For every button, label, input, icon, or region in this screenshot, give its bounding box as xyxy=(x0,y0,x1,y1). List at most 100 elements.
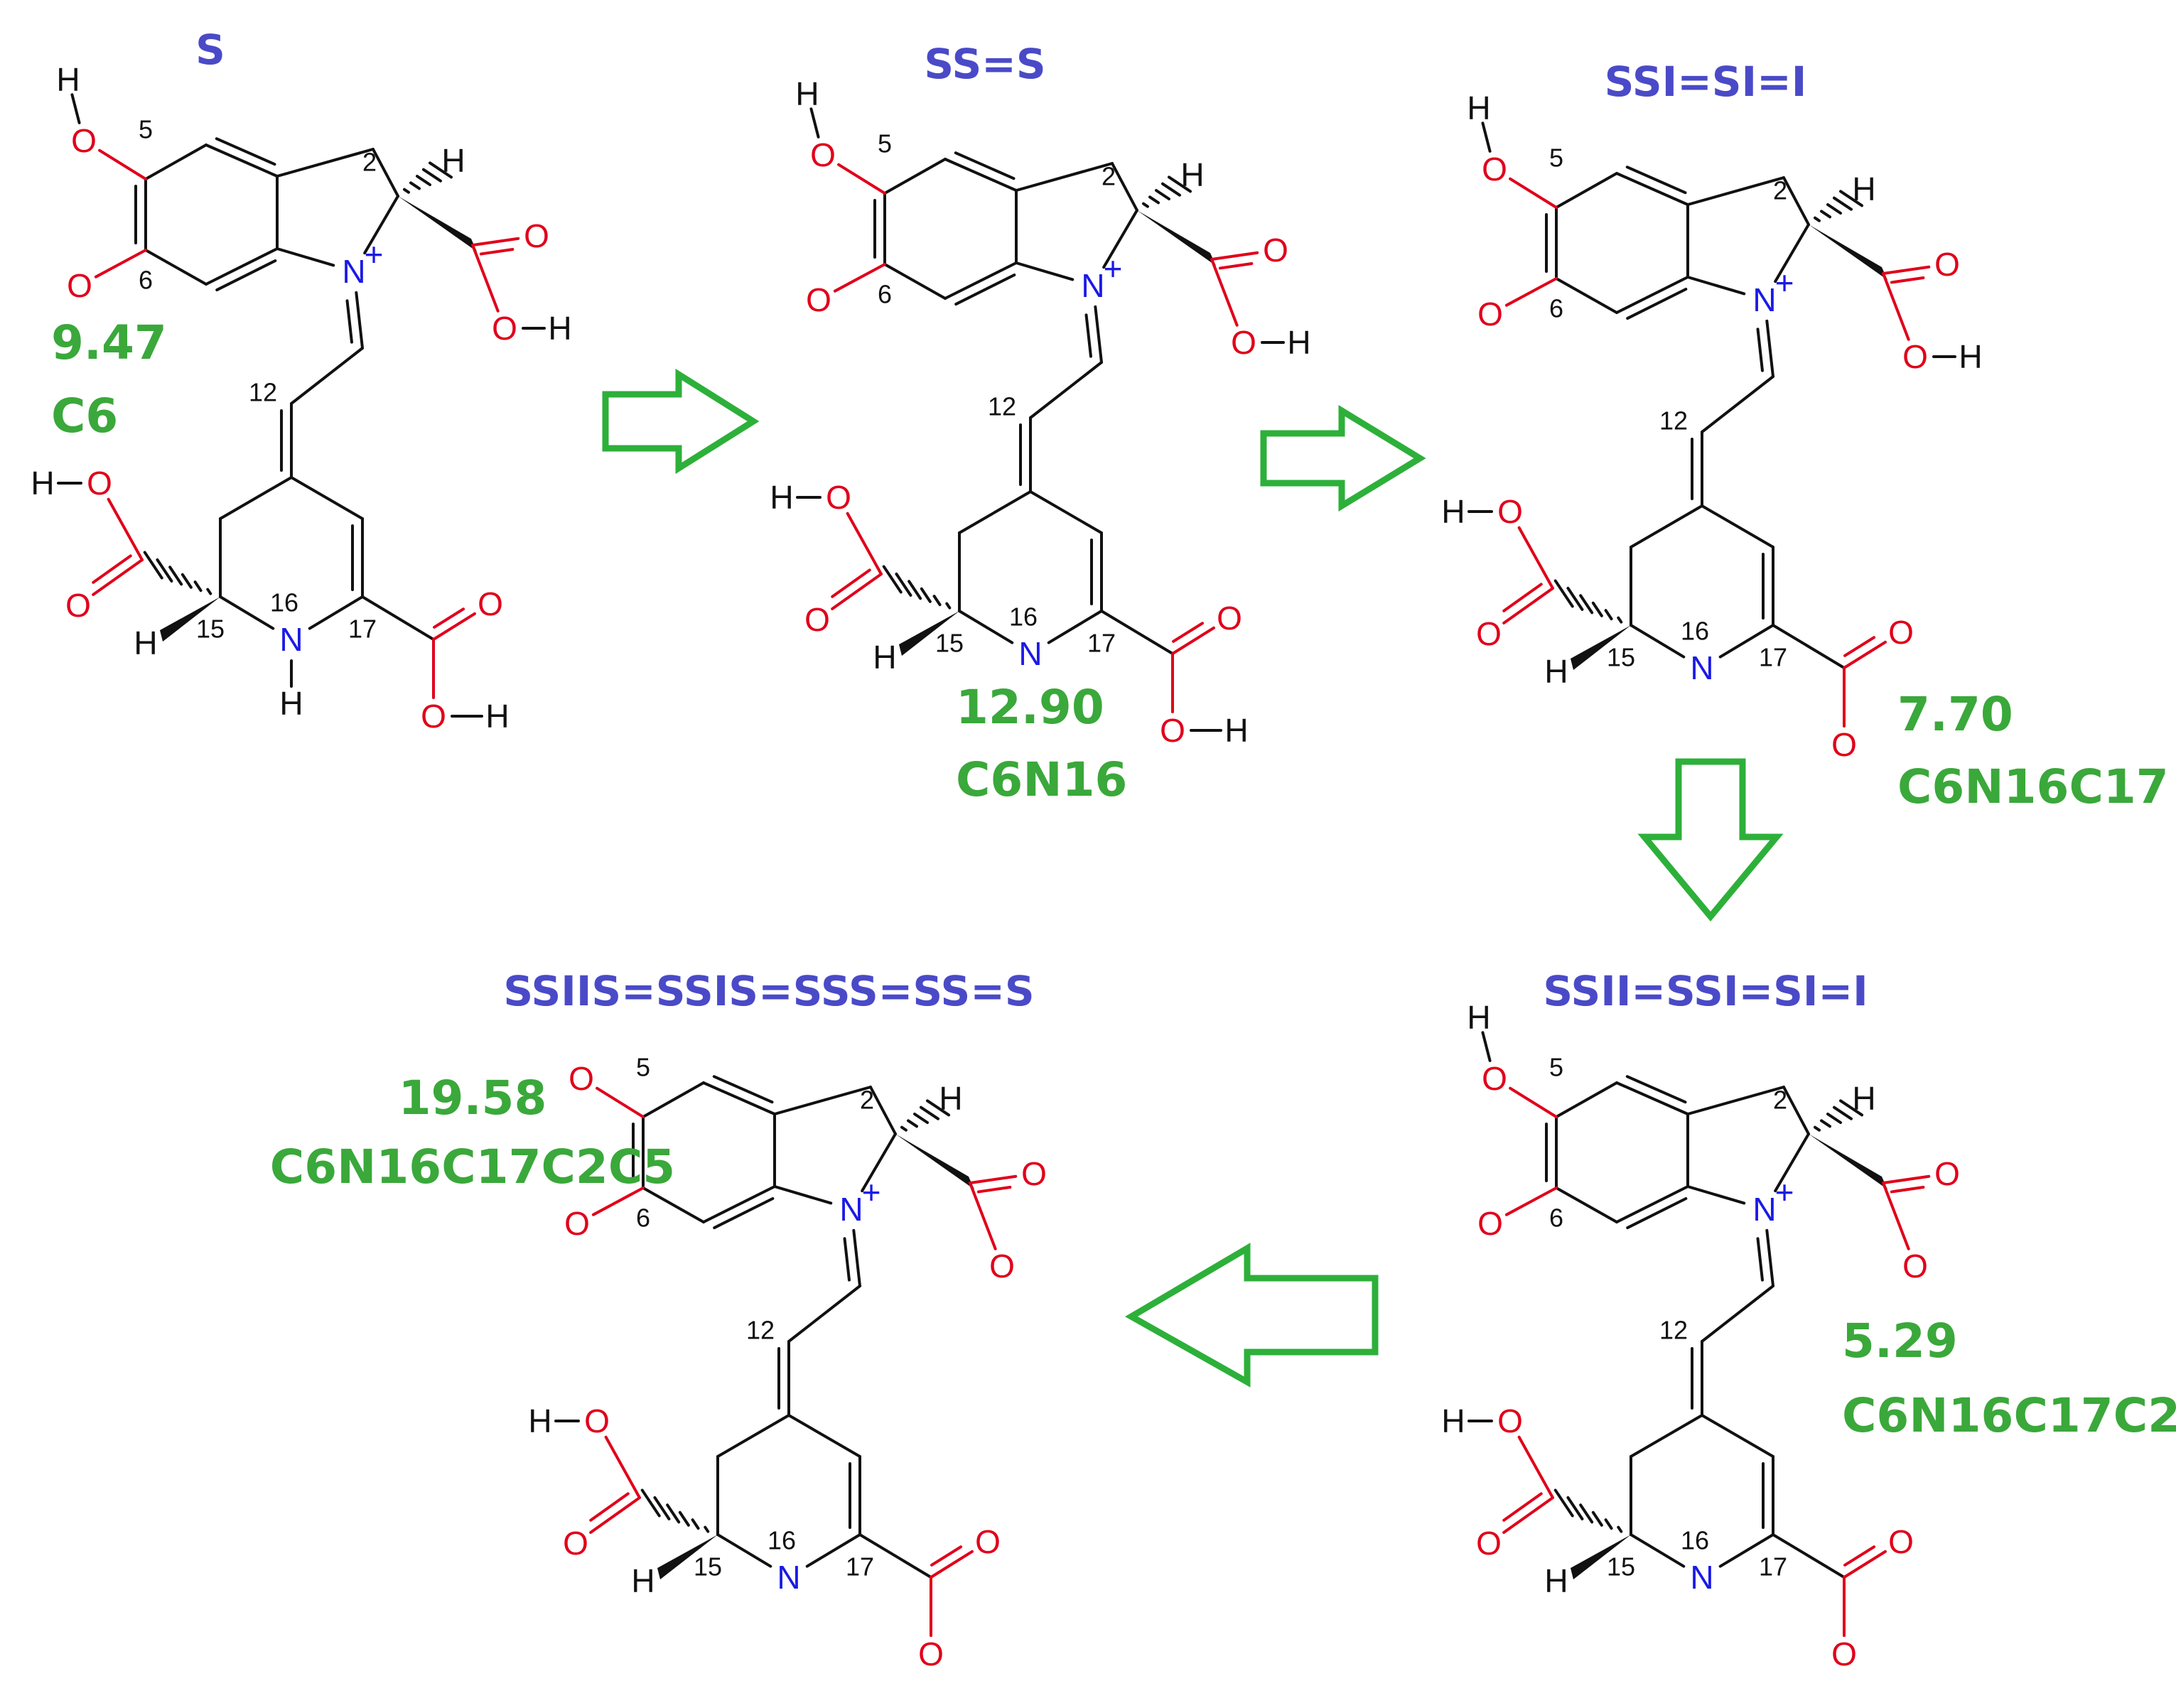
bond-c7a-c7 xyxy=(205,247,279,286)
positive-charge: + xyxy=(862,1174,881,1211)
hash-c2-h xyxy=(1826,1113,1842,1124)
bond-c22-o23 xyxy=(930,1550,974,1579)
locant-17: 17 xyxy=(1759,643,1787,672)
locant-5: 5 xyxy=(1549,1053,1563,1082)
bond-c15-n16 xyxy=(716,1533,772,1568)
bond-c6-o6 xyxy=(1504,277,1558,307)
nitrogen-n1: N xyxy=(1752,1191,1776,1228)
bond-cc-oh xyxy=(969,1182,997,1250)
hydrogen-carboxyl-c19: H xyxy=(1441,1402,1465,1439)
bond-c3a-c3 xyxy=(1686,1086,1785,1115)
oxygen-carbonyl-c22: O xyxy=(478,585,503,622)
path-2: C6N16 xyxy=(956,752,1127,807)
double-bond-n1-c11 xyxy=(1756,328,1764,372)
locant-2: 2 xyxy=(1102,162,1116,191)
path-1: C6 xyxy=(51,389,118,443)
double-bond-c4-c3a xyxy=(1625,1075,1687,1104)
bond-c3a-c3 xyxy=(276,148,375,178)
bond-c2-n1 xyxy=(363,195,399,255)
bond-c7-c6 xyxy=(883,263,947,300)
oxygen-o6: O xyxy=(67,267,92,304)
bond-c4-c3a xyxy=(1615,1081,1689,1115)
bond-c7a-c7 xyxy=(702,1185,776,1223)
bond-c19-o20 xyxy=(1517,1435,1554,1499)
locant-15: 15 xyxy=(935,629,964,658)
hydrogen-carboxyl-c22: H xyxy=(1224,712,1248,749)
hash-c15-c19 xyxy=(704,1525,710,1533)
locant-12: 12 xyxy=(249,378,277,407)
labels-layer: S SS=S SSI=SI=I SSII=SSI=SI=I SSIIS=SSIS… xyxy=(51,26,2176,1443)
bond-c5-c4 xyxy=(642,1081,705,1118)
hash-c15-c19 xyxy=(1591,1510,1603,1527)
bond-c19-o21 xyxy=(92,558,144,596)
oxygen-o6: O xyxy=(564,1205,590,1242)
hydrogen-carboxyl-c19: H xyxy=(31,465,54,502)
bond-c11-c12 xyxy=(1701,1285,1774,1343)
double-bond-c19-o21 xyxy=(589,1492,630,1522)
locant-12: 12 xyxy=(1659,406,1688,436)
bond-c5-o5 xyxy=(1509,1086,1558,1118)
double-bond-c22-o23 xyxy=(930,1545,963,1567)
oxygen-hydroxyl-c22: O xyxy=(1831,1636,1857,1672)
bond-c5-o5 xyxy=(1509,177,1558,209)
bond-c6-o6 xyxy=(1504,1187,1558,1216)
hash-c2-h xyxy=(1820,210,1831,219)
bond-c19-o21 xyxy=(1502,587,1554,625)
bond-c3-c2 xyxy=(372,148,399,198)
bond-c4-c3a xyxy=(1615,172,1689,206)
bond-c7-c6 xyxy=(642,1187,705,1223)
hash-c15-c19 xyxy=(678,1510,690,1527)
positive-charge: + xyxy=(365,236,384,273)
oxygen-hydroxyl-c2: O xyxy=(1231,324,1256,361)
oxygen-carbonyl-c19: O xyxy=(563,1525,588,1562)
structure-title-1: S xyxy=(195,26,225,74)
hydrogen-carboxyl-c22: H xyxy=(485,698,509,735)
oxygen-o6: O xyxy=(1477,1205,1503,1242)
structure-title-2: SS=S xyxy=(924,40,1045,88)
oxygen-carbonyl-c19: O xyxy=(804,601,830,638)
bond-c3-c2 xyxy=(1782,176,1810,226)
oxygen-hydroxyl-c22: O xyxy=(421,698,446,735)
double-bond-c22-o23 xyxy=(433,607,465,629)
locant-2: 2 xyxy=(1773,176,1787,205)
bond-c18-c13 xyxy=(1701,1414,1774,1458)
locant-16: 16 xyxy=(270,588,298,617)
bond-c13-c14 xyxy=(1630,1414,1703,1458)
oxygen-hydroxyl-c22: O xyxy=(1160,712,1185,749)
bond-c3a-c3 xyxy=(1015,162,1114,192)
hydrogen-c2: H xyxy=(1180,156,1204,193)
hash-c2-h xyxy=(1839,1099,1863,1117)
nitrogen-n16: N xyxy=(279,621,303,658)
oxygen-hydroxyl-c22: O xyxy=(1831,726,1857,763)
oxygen-carbonyl-c22: O xyxy=(975,1523,1001,1560)
locant-15: 15 xyxy=(1607,1552,1635,1582)
oxygen-carbonyl-c22: O xyxy=(1888,614,1914,651)
hash-c15-c19 xyxy=(193,580,203,593)
hydrogen-o5: H xyxy=(56,61,80,98)
bond-c17-c22 xyxy=(1772,1533,1846,1579)
hydrogen-c15: H xyxy=(873,639,896,676)
bond-cc-oo xyxy=(471,237,520,247)
oxygen-hydroxyl-c22: O xyxy=(918,1636,944,1672)
bond-n1-c7a xyxy=(276,247,335,267)
locant-5: 5 xyxy=(636,1053,650,1082)
bond-c7-c6 xyxy=(1555,277,1618,314)
bond-c18-c13 xyxy=(1701,504,1774,548)
hash-c15-c19 xyxy=(907,580,922,600)
wedge-c15-h xyxy=(1571,625,1631,670)
hash-c2-h xyxy=(1814,216,1821,222)
locant-6: 6 xyxy=(1549,1204,1563,1233)
hydrogen-c15: H xyxy=(1544,653,1568,690)
wedge-c15-h xyxy=(657,1535,718,1579)
bond-c18-c13 xyxy=(1029,490,1103,534)
hash-c2-h xyxy=(907,1119,918,1128)
bond-c19-o20 xyxy=(1517,526,1554,590)
bond-c22-o23 xyxy=(1843,1550,1887,1579)
nitrogen-n16: N xyxy=(777,1559,800,1596)
bond-c11-c12 xyxy=(290,347,364,405)
hash-c2-h xyxy=(403,188,410,194)
bond-n1-c11 xyxy=(1765,1228,1774,1287)
wedge-c15-h xyxy=(160,597,220,642)
